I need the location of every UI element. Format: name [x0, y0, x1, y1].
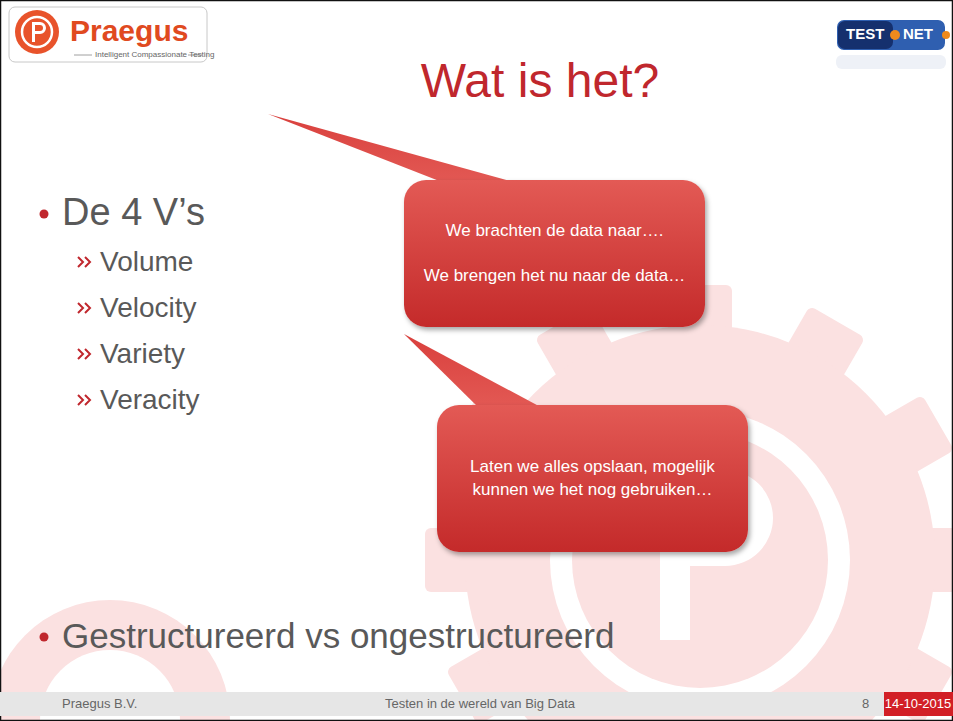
bubble-text: We brachten de data naar….	[446, 220, 664, 243]
testnet-badge	[836, 19, 946, 51]
bubble-text: Laten we alles opslaan, mogelijk kunnen …	[455, 456, 730, 502]
footer-date: 14-10-2015	[885, 696, 952, 712]
testnet-dot	[942, 31, 950, 39]
sub-bullet: Veracity	[100, 383, 200, 417]
speech-bubble: Laten we alles opslaan, mogelijk kunnen …	[437, 405, 748, 552]
sub-bullet: Variety	[100, 337, 185, 371]
testnet-reflection	[836, 55, 946, 69]
testnet-dark	[838, 21, 893, 49]
logo-ring	[22, 17, 52, 47]
sub-bullets	[78, 257, 90, 405]
logo-name: Praegus	[70, 13, 188, 49]
bubble-text: We brengen het nu naar de data…	[424, 265, 685, 288]
bullet-dot	[40, 210, 49, 219]
bubble-tail	[268, 114, 528, 186]
testnet-dot	[890, 30, 900, 40]
logo-text: NET	[903, 25, 933, 43]
logo-circle	[15, 10, 59, 54]
speech-bubble: We brachten de data naar…. We brengen het…	[404, 180, 705, 327]
bullet-text: Gestructureerd vs ongestructureerd	[62, 615, 614, 657]
sub-bullet: Volume	[100, 245, 193, 279]
logo-rule	[74, 55, 92, 56]
footer-date-box	[884, 692, 953, 716]
bullet-text: De 4 V’s	[62, 190, 205, 236]
footer-text: Testen in de wereld van Big Data	[385, 696, 575, 712]
footer-bar	[0, 692, 953, 716]
logo-p	[32, 22, 46, 42]
page-number: 8	[862, 696, 869, 712]
sub-bullet: Velocity	[100, 291, 197, 325]
bubble-tail	[404, 334, 548, 411]
bullet-dot	[40, 633, 49, 642]
slide-title: Wat is het?	[421, 52, 659, 110]
footer-text: Praegus B.V.	[62, 696, 137, 712]
logo-text: TEST	[846, 25, 884, 43]
logo-tagline: Intelligent Compassionate Testing	[95, 50, 214, 60]
watermark-gear	[0, 285, 953, 721]
